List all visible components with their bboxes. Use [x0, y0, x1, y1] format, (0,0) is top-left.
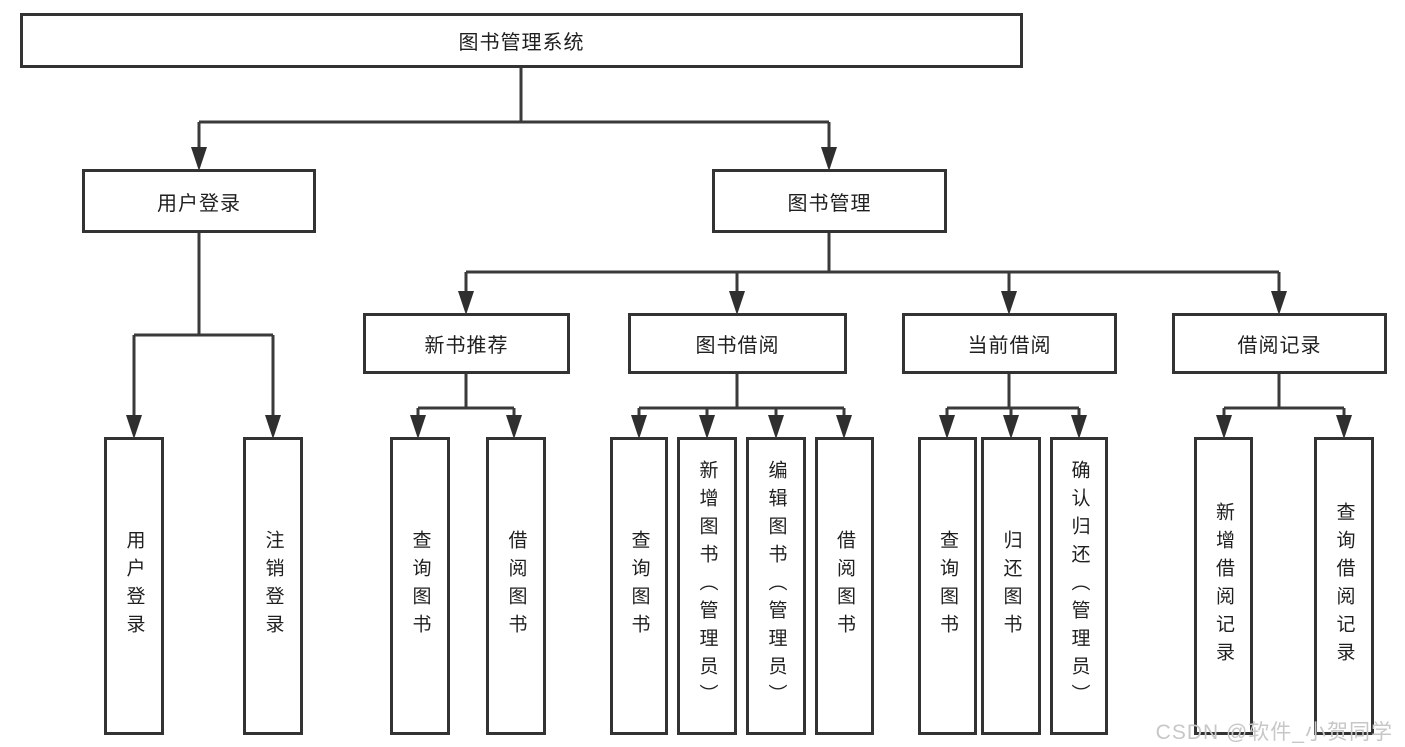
leaf-add-books-admin: 新增图书（管理员） [677, 437, 737, 735]
arrow-head [631, 415, 647, 439]
arrow-head [768, 415, 784, 439]
node-borrow-records: 借阅记录 [1172, 313, 1387, 374]
leaf-query-borrow-record: 查询借阅记录 [1314, 437, 1374, 735]
arrow-head [1271, 291, 1287, 315]
connector-book-management-children [464, 233, 1281, 310]
arrow-head [1001, 291, 1017, 315]
arrow-head [1003, 415, 1019, 439]
connector-user-login-children [132, 233, 275, 434]
node-current-borrow: 当前借阅 [902, 313, 1117, 374]
csdn-watermark: CSDN @软件_小贺同学 [1155, 721, 1393, 744]
leaf-confirm-return-admin: 确认归还（管理员） [1050, 437, 1108, 735]
leaf-query-books-borrow: 查询图书 [610, 437, 668, 735]
arrow-head [191, 147, 207, 171]
arrow-head [729, 291, 745, 315]
leaf-user-login: 用户登录 [104, 437, 164, 735]
arrow-head [265, 415, 281, 439]
arrow-head [458, 291, 474, 315]
arrow-head [410, 415, 426, 439]
node-book-management: 图书管理 [712, 169, 947, 233]
arrow-head [1216, 415, 1232, 439]
arrow-head [1336, 415, 1352, 439]
connector-new-book-children [416, 374, 516, 434]
leaf-borrow-books-recommend: 借阅图书 [486, 437, 546, 735]
node-new-book-recommend: 新书推荐 [363, 313, 570, 374]
leaf-return-books: 归还图书 [981, 437, 1041, 735]
arrow-head [699, 415, 715, 439]
leaf-edit-books-admin: 编辑图书（管理员） [746, 437, 806, 735]
leaf-logout: 注销登录 [243, 437, 303, 735]
connector-root-to-level2 [197, 68, 831, 167]
node-book-borrow: 图书借阅 [628, 313, 847, 374]
arrow-head [1071, 415, 1087, 439]
arrow-head [836, 415, 852, 439]
leaf-query-books-current: 查询图书 [918, 437, 977, 735]
connector-book-borrow-children [637, 374, 846, 434]
leaf-add-borrow-record: 新增借阅记录 [1194, 437, 1253, 735]
connector-borrow-record-children [1222, 374, 1346, 434]
leaf-query-books-recommend: 查询图书 [390, 437, 450, 735]
arrow-head [939, 415, 955, 439]
node-root-system: 图书管理系统 [20, 13, 1023, 68]
leaf-borrow-books: 借阅图书 [815, 437, 874, 735]
node-user-login: 用户登录 [82, 169, 316, 233]
arrow-head [506, 415, 522, 439]
arrow-head [821, 147, 837, 171]
arrowheads [126, 147, 1352, 439]
arrow-head [126, 415, 142, 439]
